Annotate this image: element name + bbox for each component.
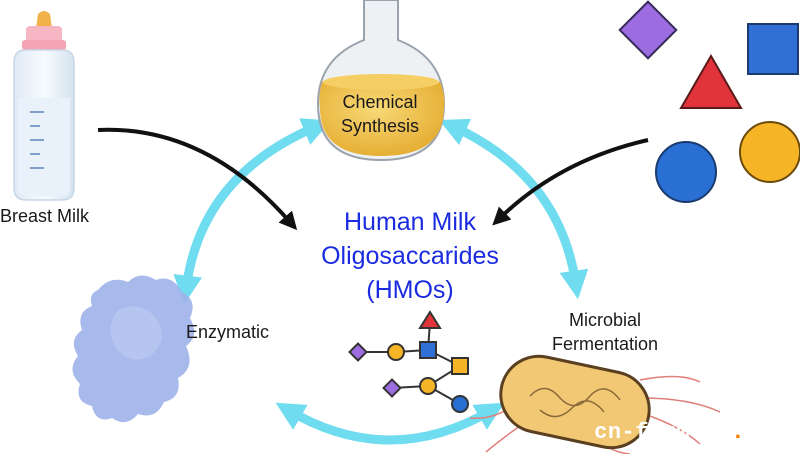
microbial-fermentation-label: Microbial Fermentation: [520, 308, 690, 356]
triangle-shape: [679, 53, 743, 109]
diamond-shape: [618, 0, 678, 60]
microbial-label-line1: Microbial: [568, 310, 642, 330]
arrow-breastmilk-to-hmo: [97, 127, 298, 231]
enzymatic-label: Enzymatic: [186, 322, 270, 342]
breast-milk-label: Breast Milk: [0, 206, 90, 226]
watermark-part2: COM: [744, 420, 786, 445]
arrow-chem-to-enzymatic: [173, 118, 332, 305]
center-title-line1: Human Milk: [344, 208, 476, 236]
glycan-structure-icon: [348, 310, 469, 413]
chemical-synthesis-label: Chemical Synthesis: [318, 90, 442, 138]
enzyme-blob-icon: [72, 275, 195, 423]
chemical-label-line1: Chemical: [342, 92, 418, 112]
arrow-enzymatic-to-microbial: [275, 402, 505, 445]
bacterium-icon: [469, 354, 721, 454]
sugar-shapes-icon: [618, 0, 800, 203]
baby-bottle-icon: [13, 11, 75, 201]
chemical-label-line2: Synthesis: [340, 116, 420, 136]
round-flask-icon: [316, 0, 446, 162]
center-title-line2: Oligosaccarides: [321, 242, 499, 270]
hmo-center-title: Human Milk Oligosaccarides (HMOs): [260, 205, 560, 307]
arrow-chem-to-microbial: [438, 118, 589, 300]
center-title-line3: (HMOs): [366, 276, 454, 304]
watermark-dot: .: [731, 420, 745, 445]
watermark-part1: cn-ferment: [594, 420, 732, 445]
square-shape: [747, 23, 799, 75]
arrow-sugars-to-hmo: [492, 138, 649, 226]
circle-blue-shape: [655, 141, 717, 203]
microbial-label-line2: Fermentation: [551, 334, 659, 354]
cycle-arrows: [173, 118, 589, 445]
watermark: cn-ferment.COM: [594, 420, 786, 445]
circle-yellow-shape: [739, 121, 800, 183]
